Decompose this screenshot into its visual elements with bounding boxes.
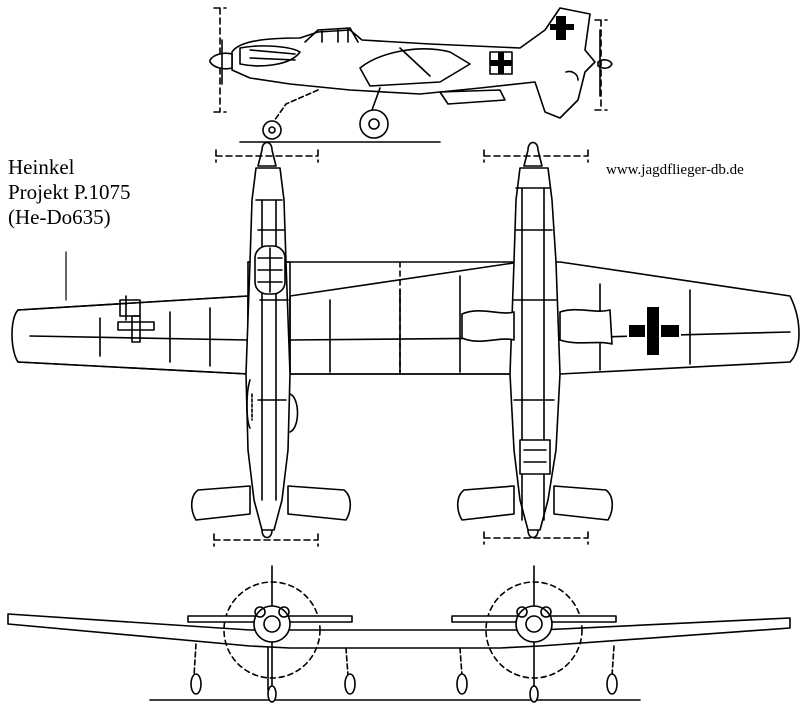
website-watermark: www.jagdflieger-db.de <box>606 162 744 178</box>
side-view <box>210 8 612 142</box>
bottom-view <box>458 143 680 545</box>
caption-designation: (He-Do635) <box>8 205 111 229</box>
drawing-caption: Heinkel Projekt P.1075 (He-Do635) <box>8 155 131 230</box>
caption-project: Projekt P.1075 <box>8 180 131 204</box>
front-view <box>8 566 790 702</box>
caption-manufacturer: Heinkel <box>8 155 75 179</box>
